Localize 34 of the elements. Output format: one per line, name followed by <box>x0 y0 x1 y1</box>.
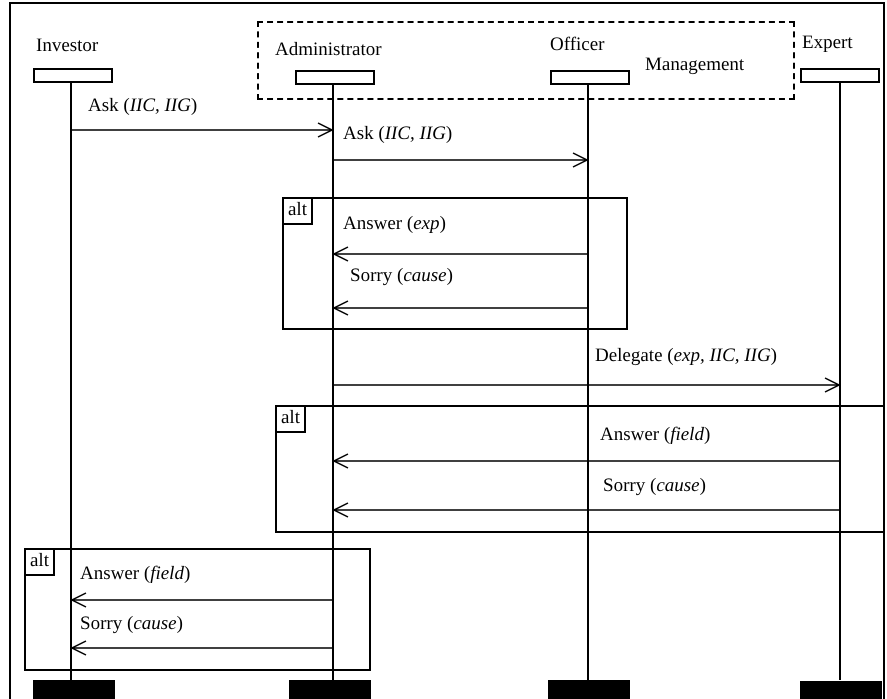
message-label: Ask (IIC, IIG) <box>343 124 452 145</box>
lifeline-end-bar <box>289 680 371 699</box>
message-arrow <box>333 453 839 469</box>
lifeline <box>587 83 589 680</box>
lifeline <box>839 83 841 680</box>
participant-name: Officer <box>550 35 605 56</box>
message-arrow <box>334 377 840 393</box>
message-label: Sorry (cause) <box>80 614 183 635</box>
message-label: Delegate (exp, IIC, IIG) <box>595 346 777 367</box>
message-label: Answer (field) <box>600 425 710 446</box>
participant-name: Investor <box>36 36 98 57</box>
lifeline-end-bar <box>800 681 882 699</box>
message-arrow <box>333 246 587 262</box>
message-arrow <box>71 640 332 656</box>
fragment-label: alt <box>282 197 313 225</box>
fragment-label: alt <box>24 548 55 576</box>
fragment-label: alt <box>275 405 306 433</box>
message-label: Sorry (cause) <box>350 266 453 287</box>
message-label: Answer (exp) <box>343 214 446 235</box>
lifeline-end-bar <box>548 680 630 699</box>
lifeline <box>70 83 72 680</box>
message-arrow <box>334 152 588 168</box>
message-arrow <box>333 300 587 316</box>
participant-name: Administrator <box>275 40 382 61</box>
lifeline <box>332 83 334 680</box>
message-arrow <box>333 502 839 518</box>
message-label: Answer (field) <box>80 564 190 585</box>
message-label: Sorry (cause) <box>603 476 706 497</box>
lifeline-end-bar <box>33 680 115 699</box>
group-label: Management <box>645 55 744 76</box>
message-arrow <box>71 592 332 608</box>
participant-name: Expert <box>802 33 853 54</box>
message-label: Ask (IIC, IIG) <box>88 96 198 117</box>
message-arrow <box>72 122 333 138</box>
